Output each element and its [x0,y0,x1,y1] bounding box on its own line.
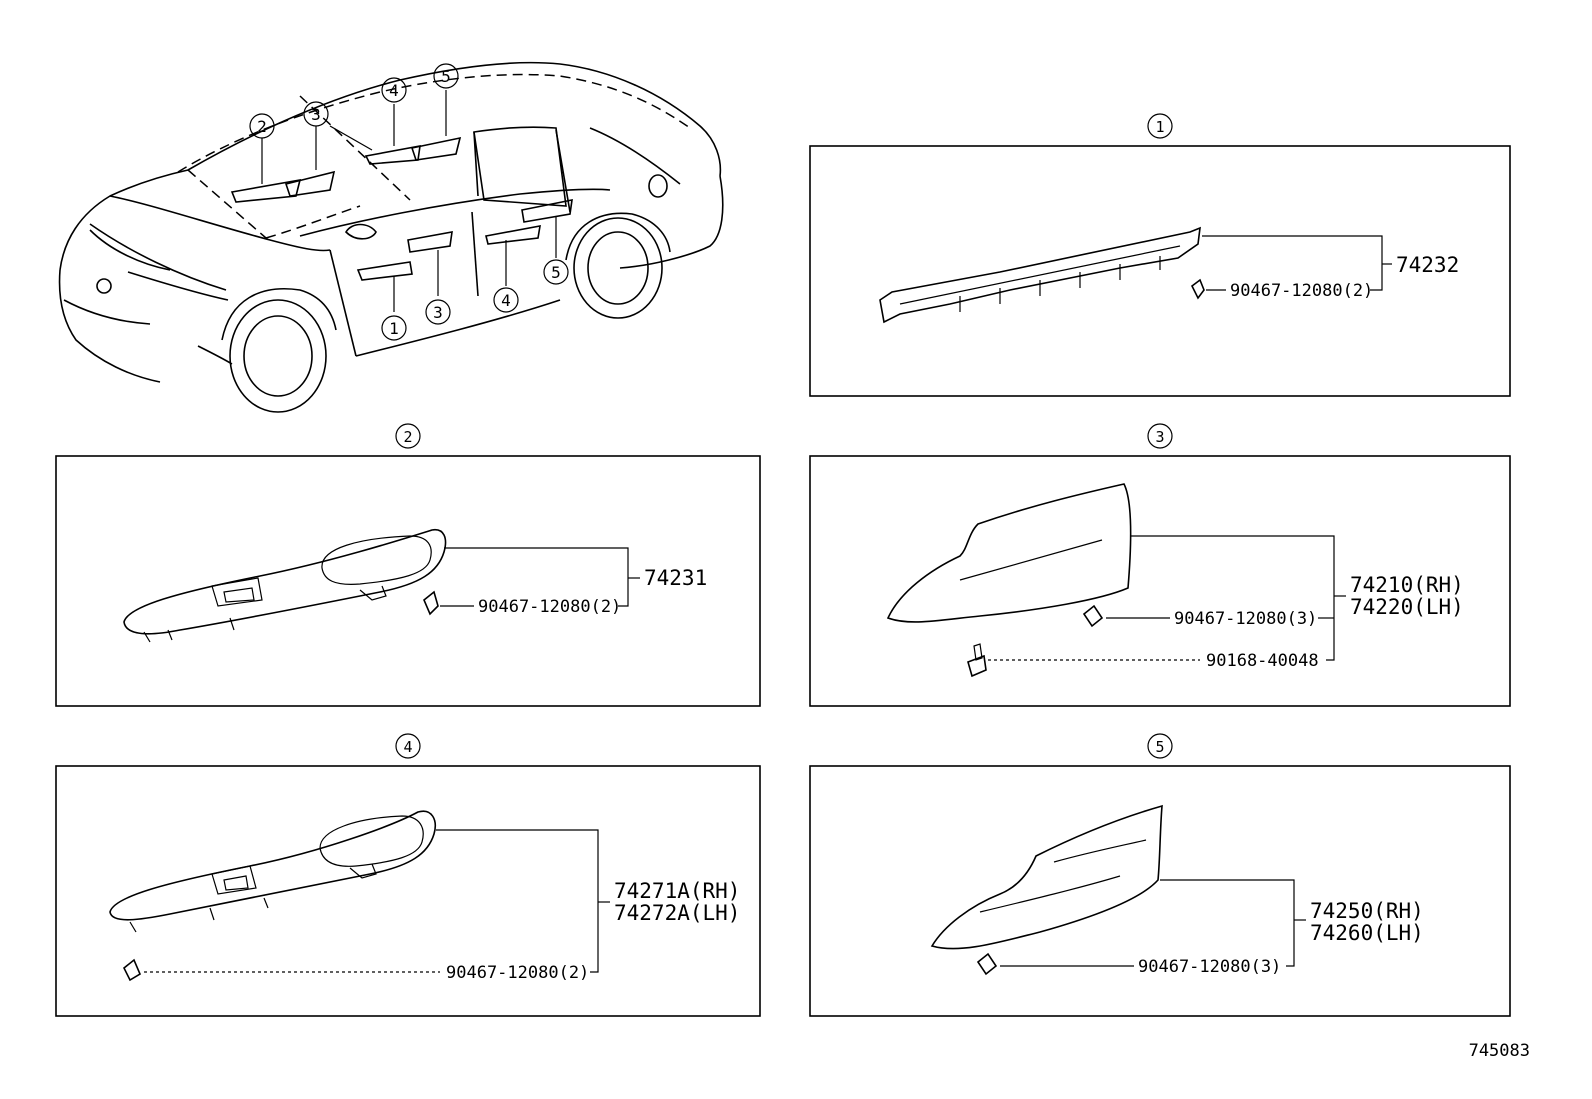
clip-icon [423,590,439,616]
fastener-number: 90467-12080(2) [446,963,589,983]
panel-4-frame [55,765,761,1017]
part-number-lh: 74272A(LH) [614,901,740,925]
part-number-lh: 74220(LH) [1350,595,1464,619]
part-74250-drawing [930,804,1163,950]
svg-text:4: 4 [389,81,399,100]
panel-1: 1 74232 90467-12080(2) [809,113,1511,397]
vehicle-illustration [58,61,724,413]
panel-2-frame [55,455,761,707]
part-number-rh: 74210(RH) [1350,573,1464,597]
panel-2: 2 74231 90467-12080(2) [55,423,761,707]
callout-3-bottom: 3 [425,299,451,325]
callout-1-bottom: 1 [381,315,407,341]
panel-3-frame [809,455,1511,707]
fastener-number: 90467-12080(2) [478,597,621,617]
svg-text:1: 1 [389,319,399,338]
callout-5-top: 5 [433,63,459,89]
svg-text:2: 2 [257,117,267,136]
panel-2-badge: 2 [403,428,412,446]
svg-text:4: 4 [501,291,511,310]
figure-id: 745083 [1469,1041,1530,1061]
panel-5-badge: 5 [1155,738,1164,756]
svg-text:5: 5 [441,67,451,86]
part-number-lh: 74260(LH) [1310,921,1424,945]
panel-4-badge: 4 [403,738,412,756]
panel-5-frame [809,765,1511,1017]
panel-3-badge: 3 [1155,428,1164,446]
part-74271A-drawing [109,810,436,921]
screw-icon [967,654,987,678]
callout-4-bottom: 4 [493,287,519,313]
panel-5: 5 74250(RH) 74260(LH) 90467-12080(3) [809,733,1511,1017]
part-74231-drawing [123,528,447,635]
clip-icon [1190,278,1205,300]
part-74210-drawing [886,483,1132,623]
part-number-74232: 74232 [1396,253,1459,277]
svg-text:3: 3 [433,303,443,322]
clip-icon [976,952,998,976]
panel-3: 3 74210(RH) 74220(LH) 90467-12080(3) 901… [809,423,1511,707]
svg-text:5: 5 [551,263,561,282]
callout-4-top: 4 [381,77,407,103]
callout-3-top: 3 [303,101,329,127]
panel-1-frame [809,145,1511,397]
part-number-rh: 74250(RH) [1310,899,1424,923]
part-number-rh: 74271A(RH) [614,879,740,903]
panel-4: 4 74271A(RH) 74272A(LH) 90467-12080(2) [55,733,761,1017]
fastener-number-2: 90168-40048 [1206,651,1319,671]
clip-icon [122,958,142,982]
clip-icon [1082,604,1104,628]
callout-5-bottom: 5 [543,259,569,285]
fastener-number: 90467-12080(3) [1174,609,1317,629]
part-number-74231: 74231 [644,566,707,590]
panel-1-badge: 1 [1155,118,1164,136]
fastener-number: 90467-12080(3) [1138,957,1281,977]
callout-2-top: 2 [249,113,275,139]
fastener-number: 90467-12080(2) [1230,281,1373,301]
svg-text:3: 3 [311,105,321,124]
